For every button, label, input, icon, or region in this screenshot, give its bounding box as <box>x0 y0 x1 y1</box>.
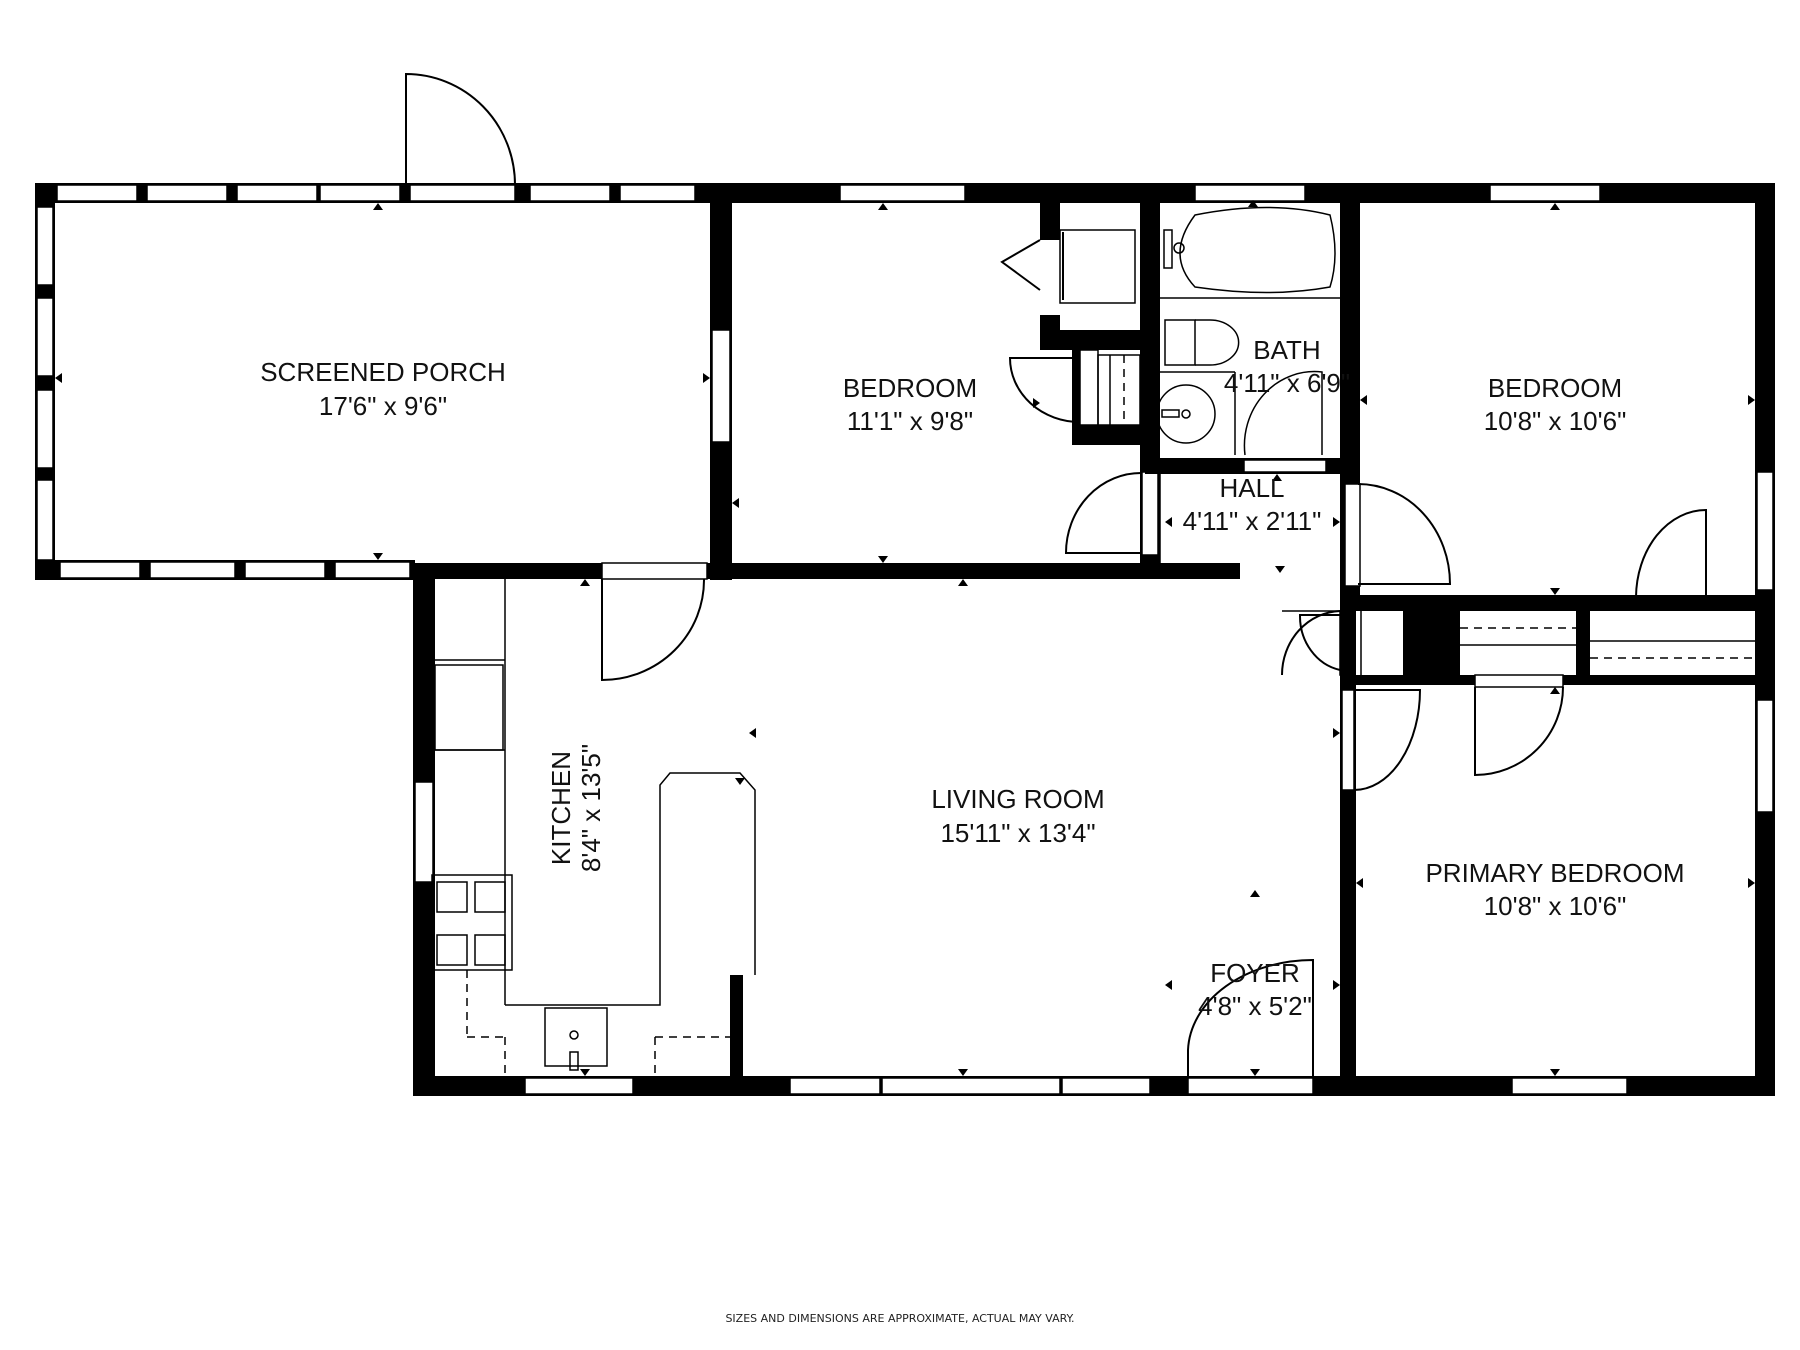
closet-band <box>1281 595 1775 688</box>
room-name: HALL <box>1219 473 1284 503</box>
room-size: 4'8" x 5'2" <box>1198 991 1312 1021</box>
room-name: LIVING ROOM <box>931 784 1104 814</box>
room-size: 4'11" x 6'9" <box>1224 368 1350 398</box>
room-label-screened-porch: SCREENED PORCH 17'6" x 9'6" <box>260 357 506 421</box>
bath-door[interactable] <box>1243 370 1323 456</box>
hall-interior <box>1145 470 1240 579</box>
room-size: 15'11" x 13'4" <box>940 818 1095 848</box>
room-label-hall: HALL 4'11" x 2'11" <box>1183 473 1322 536</box>
kitchen-porch-door[interactable] <box>601 578 706 682</box>
bedroom-2-door[interactable] <box>1357 483 1452 585</box>
room-label-living-room: LIVING ROOM 15'11" x 13'4" <box>931 784 1104 848</box>
porch-door-opening <box>409 184 516 202</box>
room-name: BATH <box>1253 335 1320 365</box>
room-name: BEDROOM <box>1488 373 1622 403</box>
kitchen-counter <box>505 772 756 1006</box>
room-name: FOYER <box>1210 958 1300 988</box>
linen-closet-door[interactable] <box>1008 357 1081 423</box>
room-size: 10'8" x 10'6" <box>1484 406 1627 436</box>
bedroom-2-closet-door[interactable] <box>1635 508 1707 598</box>
front-door-opening <box>1187 1077 1314 1095</box>
kitchen-interior <box>431 578 756 1080</box>
toilet-tank-icon <box>1164 319 1196 366</box>
room-label-foyer: FOYER 4'8" x 5'2" <box>1198 958 1312 1021</box>
kitchen-sink-icon <box>544 1007 608 1067</box>
room-label-primary-bedroom: PRIMARY BEDROOM 10'8" x 10'6" <box>1425 858 1684 921</box>
dimension-markers <box>55 200 1755 1076</box>
sink-icon <box>1156 384 1216 444</box>
room-label-bedroom-2: BEDROOM 10'8" x 10'6" <box>1484 373 1627 436</box>
bathtub-icon <box>1179 206 1336 294</box>
screened-porch-walls <box>35 72 732 580</box>
water-heater-icon <box>1059 229 1136 304</box>
room-name: KITCHEN <box>546 751 576 865</box>
primary-closet-door[interactable] <box>1474 686 1564 777</box>
room-size: 11'1" x 9'8" <box>847 406 973 436</box>
primary-bedroom-door[interactable] <box>1353 689 1422 791</box>
hall-closet-door[interactable] <box>1281 610 1341 676</box>
room-size: 17'6" x 9'6" <box>319 391 447 421</box>
room-name: SCREENED PORCH <box>260 357 506 387</box>
living-closet-door[interactable] <box>1298 614 1341 671</box>
room-size: 4'11" x 2'11" <box>1183 506 1322 536</box>
bath-interior <box>1145 200 1358 670</box>
closet-bifold-door[interactable] <box>1000 239 1041 291</box>
front-door[interactable] <box>1187 958 1314 1078</box>
stove-icon <box>431 874 513 971</box>
refrigerator-icon <box>434 664 504 751</box>
room-name: BEDROOM <box>843 373 977 403</box>
bedroom-1-door[interactable] <box>1064 471 1143 554</box>
porch-door[interactable] <box>405 72 516 186</box>
primary-bedroom-interior <box>1340 600 1564 1096</box>
living-foyer-interior <box>1187 614 1341 1078</box>
toilet-icon <box>1195 319 1240 366</box>
room-size: 10'8" x 10'6" <box>1484 891 1627 921</box>
room-size: 8'4" x 13'5" <box>576 744 606 872</box>
disclaimer: SIZES AND DIMENSIONS ARE APPROXIMATE, AC… <box>725 1312 1074 1325</box>
room-name: PRIMARY BEDROOM <box>1425 858 1684 888</box>
room-label-bath: BATH 4'11" x 6'9" <box>1224 335 1350 398</box>
room-label-bedroom-1: BEDROOM 11'1" x 9'8" <box>843 373 977 436</box>
room-label-kitchen: KITCHEN 8'4" x 13'5" <box>546 744 606 872</box>
